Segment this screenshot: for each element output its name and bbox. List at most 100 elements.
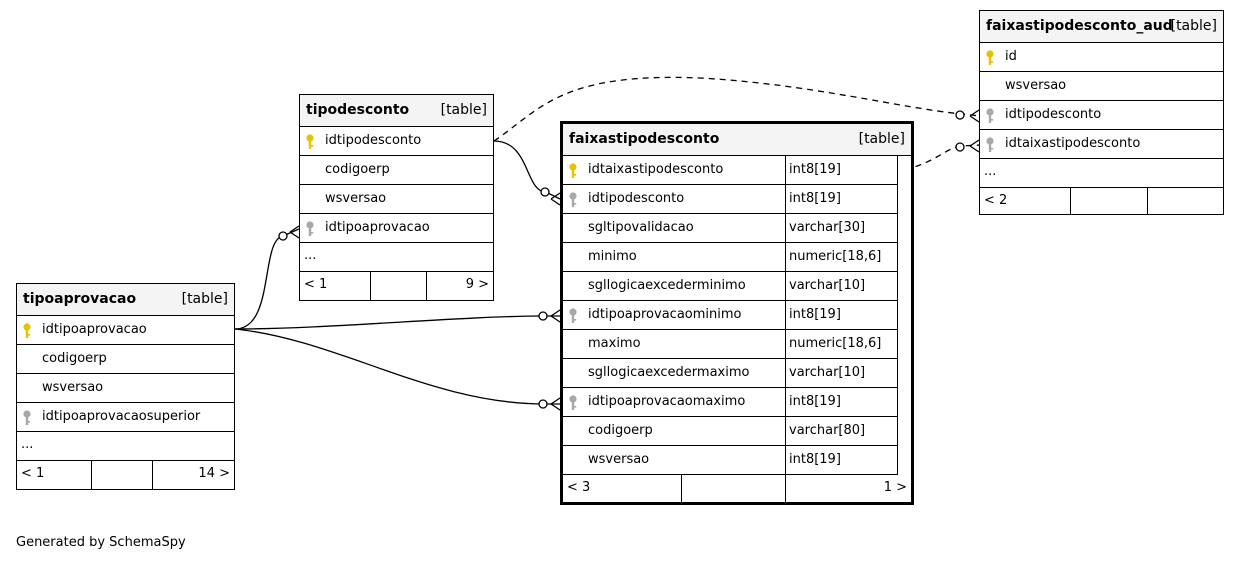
column-type: varchar[10]	[785, 359, 897, 387]
table-faixastipodesconto-aud[interactable]: faixastipodesconto_aud [table] id wsversa…	[979, 10, 1224, 215]
column-type: int8[19]	[785, 156, 897, 184]
column-row[interactable]: idtipodesconto int8[19]	[563, 185, 897, 214]
column-name: idtipodesconto	[588, 191, 685, 206]
link-faixas-aud	[904, 144, 981, 171]
column-name: idtaixastipodesconto	[1005, 136, 1141, 151]
table-header: tipoaprovacao [table]	[17, 284, 234, 316]
column-type: int8[19]	[785, 388, 897, 416]
foreign-key-icon	[986, 108, 994, 123]
table-footer: < 2	[980, 188, 1223, 214]
table-footer: < 1 9 >	[300, 272, 493, 300]
column-name: idtipoaprovacao	[42, 322, 147, 337]
column-row[interactable]: maximo numeric[18,6]	[563, 330, 897, 359]
column-type: numeric[18,6]	[785, 330, 897, 358]
primary-key-icon	[23, 323, 31, 338]
table-name: tipodesconto	[306, 102, 410, 118]
crows-foot	[969, 109, 980, 123]
parents-count: < 1	[304, 277, 328, 292]
column-type: int8[19]	[785, 446, 897, 474]
column-row[interactable]: idtipoaprovacaomaximo int8[19]	[563, 388, 897, 417]
foreign-key-icon	[23, 410, 31, 425]
table-name: tipoaprovacao	[23, 291, 137, 307]
column-row[interactable]: sgltipovalidacao varchar[30]	[563, 214, 897, 243]
crows-foot	[550, 192, 561, 206]
optional-circle	[955, 142, 965, 152]
optional-circle	[540, 187, 550, 197]
table-tag: [table]	[440, 102, 487, 118]
column-row[interactable]: idtipoaprovacaosuperior	[17, 403, 234, 432]
link-tipodesconto-faixas	[493, 140, 561, 200]
crows-foot	[289, 225, 300, 239]
column-row[interactable]: idtipodesconto	[980, 101, 1223, 130]
column-row[interactable]: idtipodesconto	[300, 127, 493, 156]
more-columns: ...	[300, 243, 493, 272]
link-tipodesconto-aud	[493, 76, 981, 142]
column-row[interactable]: idtaixastipodesconto int8[19]	[563, 156, 897, 185]
table-name: faixastipodesconto_aud	[986, 18, 1173, 34]
column-name: idtaixastipodesconto	[588, 162, 724, 177]
column-name: idtipoaprovacao	[325, 220, 430, 235]
table-faixastipodesconto[interactable]: faixastipodesconto [table] idtaixastipod…	[560, 121, 914, 505]
column-row[interactable]: idtipoaprovacao	[17, 316, 234, 345]
crows-foot	[550, 397, 561, 411]
column-list: idtipodesconto codigoerp wsversao idtipoapr…	[300, 127, 493, 243]
column-row[interactable]: id	[980, 43, 1223, 72]
primary-key-icon	[569, 163, 577, 178]
primary-key-icon	[986, 50, 994, 65]
column-row[interactable]: codigoerp	[300, 156, 493, 185]
column-row[interactable]: codigoerp varchar[80]	[563, 417, 897, 446]
link-tipoaprovacao-faixas-minimo	[234, 315, 560, 330]
table-name: faixastipodesconto	[569, 131, 720, 147]
column-type: int8[19]	[785, 185, 897, 213]
foreign-key-icon	[569, 395, 577, 410]
foreign-key-icon	[306, 221, 314, 236]
table-tag: [table]	[1170, 18, 1217, 34]
column-name: codigoerp	[588, 423, 653, 438]
table-header: faixastipodesconto_aud [table]	[980, 11, 1223, 43]
column-row[interactable]: wsversao int8[19]	[563, 446, 897, 475]
column-row[interactable]: wsversao	[300, 185, 493, 214]
column-type: varchar[80]	[785, 417, 897, 445]
column-name: idtipodesconto	[1005, 107, 1102, 122]
column-row[interactable]: minimo numeric[18,6]	[563, 243, 897, 272]
column-name: sgltipovalidacao	[588, 220, 694, 235]
column-row[interactable]: wsversao	[17, 374, 234, 403]
primary-key-icon	[306, 134, 314, 149]
column-row[interactable]: wsversao	[980, 72, 1223, 101]
foreign-key-icon	[569, 192, 577, 207]
column-name: wsversao	[588, 452, 650, 467]
table-tag: [table]	[181, 291, 228, 307]
column-name: id	[1005, 49, 1017, 64]
column-type: varchar[30]	[785, 214, 897, 242]
more-label: ...	[304, 248, 317, 263]
parents-count: < 3	[567, 480, 591, 495]
column-name: minimo	[588, 249, 637, 264]
column-list: id wsversao idtipodesconto idtaixastipodesc…	[980, 43, 1223, 159]
children-count: 14 >	[198, 466, 230, 481]
scrollbar[interactable]	[897, 156, 911, 475]
more-label: ...	[21, 437, 34, 452]
column-row[interactable]: idtipoaprovacao	[300, 214, 493, 243]
column-row[interactable]: idtaixastipodesconto	[980, 130, 1223, 159]
table-header: faixastipodesconto [table]	[563, 124, 911, 156]
column-row[interactable]: codigoerp	[17, 345, 234, 374]
children-count: 9 >	[465, 277, 489, 292]
column-type: varchar[10]	[785, 272, 897, 300]
table-tipodesconto[interactable]: tipodesconto [table] idtipodesconto codig…	[299, 94, 494, 301]
table-tipoaprovacao[interactable]: tipoaprovacao [table] idtipoaprovacao cod…	[16, 283, 235, 490]
table-footer: < 3 1 >	[563, 475, 911, 502]
table-tag: [table]	[858, 131, 905, 147]
column-name: codigoerp	[325, 162, 390, 177]
column-row[interactable]: sgllogicaexcedermaximo varchar[10]	[563, 359, 897, 388]
column-name: maximo	[588, 336, 641, 351]
column-type: numeric[18,6]	[785, 243, 897, 271]
column-name: idtipoaprovacaomaximo	[588, 394, 746, 409]
more-columns: ...	[980, 159, 1223, 188]
column-name: sgllogicaexcedermaximo	[588, 365, 750, 380]
column-name: codigoerp	[42, 351, 107, 366]
